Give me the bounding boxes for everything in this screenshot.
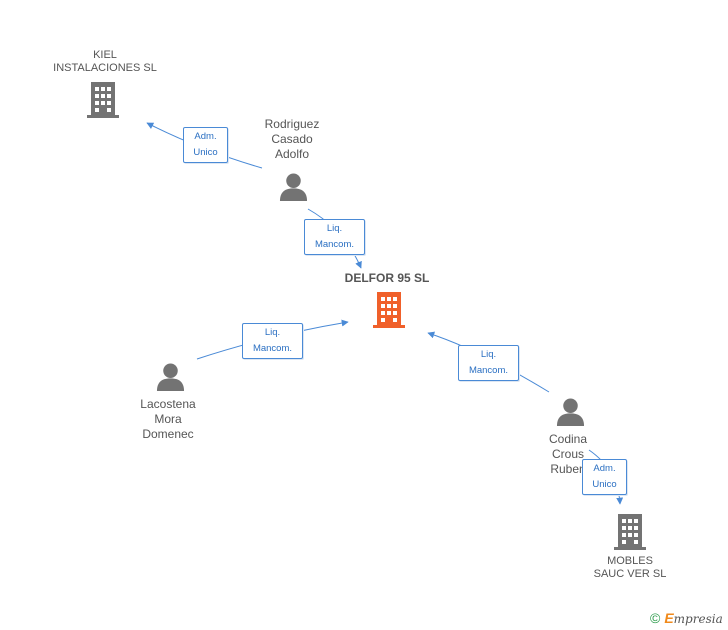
copyright-symbol: ©: [650, 610, 661, 626]
node-label-line: Domenec: [142, 427, 194, 441]
brand-logo-text: mpresia: [673, 612, 723, 626]
brand-footer[interactable]: ©Empresia: [650, 610, 723, 626]
edge-label-codina-mobles[interactable]: Adm. Unico: [582, 459, 627, 495]
node-label-codina[interactable]: Codina Crous Ruben: [518, 432, 618, 477]
edge-label-line: Liq.: [264, 327, 281, 338]
node-label-line: Casado: [271, 132, 313, 146]
node-label-line: Ruben: [550, 462, 586, 476]
node-label-kiel[interactable]: KIEL INSTALACIONES SL: [40, 49, 170, 75]
edge-label-line: Adm.: [593, 463, 616, 474]
edge-label-line: Adm.: [194, 131, 217, 142]
person-icon-codina[interactable]: [556, 398, 585, 426]
node-label-line: Rodriguez: [264, 117, 320, 131]
edge-label-line: Liq.: [480, 349, 497, 360]
brand-logo-initial: E: [664, 610, 674, 626]
node-label-mobles[interactable]: MOBLES SAUC VER SL: [570, 555, 690, 581]
node-label-delfor[interactable]: DELFOR 95 SL: [327, 272, 447, 285]
edge-label-line: Mancom.: [252, 343, 293, 354]
node-label-line: SAUC VER SL: [593, 568, 667, 580]
node-label-lacostena[interactable]: Lacostena Mora Domenec: [118, 397, 218, 442]
building-icon-mobles[interactable]: [614, 514, 646, 550]
node-label-line: Codina: [548, 432, 588, 446]
edge-label-codina-delfor[interactable]: Liq. Mancom.: [458, 345, 519, 381]
edge-label-line: Unico: [592, 479, 617, 490]
node-label-line: DELFOR 95 SL: [344, 271, 430, 285]
node-label-rodriguez[interactable]: Rodriguez Casado Adolfo: [242, 117, 342, 162]
building-icon-kiel[interactable]: [87, 82, 119, 118]
node-label-line: Crous: [551, 447, 584, 461]
node-label-line: Lacostena: [140, 397, 196, 411]
person-icon-rodriguez[interactable]: [279, 173, 308, 201]
edge-label-rodriguez-kiel[interactable]: Adm. Unico: [183, 127, 228, 163]
building-icon-delfor[interactable]: [373, 292, 405, 328]
edge-label-line: Mancom.: [468, 365, 509, 376]
node-label-line: MOBLES: [607, 555, 653, 567]
node-label-line: INSTALACIONES SL: [53, 62, 157, 74]
node-label-line: KIEL: [93, 49, 117, 61]
edge-label-line: Unico: [193, 147, 218, 158]
node-label-line: Adolfo: [274, 147, 310, 161]
edge-label-rodriguez-delfor[interactable]: Liq. Mancom.: [304, 219, 365, 255]
edge-label-lacostena-delfor[interactable]: Liq. Mancom.: [242, 323, 303, 359]
person-icon-lacostena[interactable]: [156, 363, 185, 391]
edge-label-line: Liq.: [326, 223, 343, 234]
node-label-line: Mora: [154, 412, 182, 426]
edge-label-line: Mancom.: [314, 239, 355, 250]
